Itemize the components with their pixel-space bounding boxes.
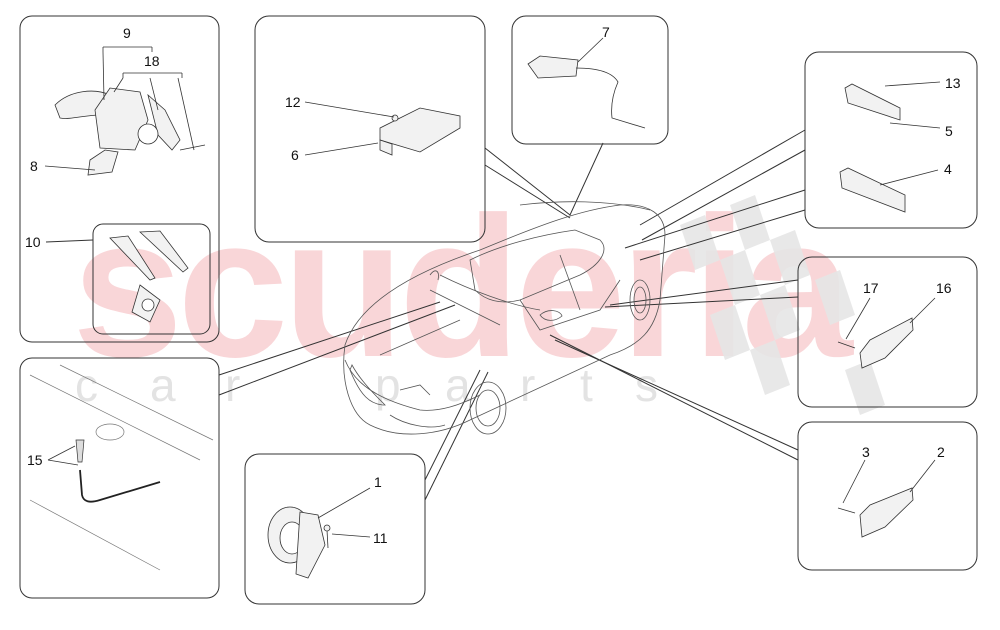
panel-rear-sensors [804, 51, 978, 229]
watermark-letter: p [375, 359, 401, 411]
callout-10: 10 [25, 234, 41, 250]
control-unit-illustration [379, 107, 461, 156]
callout-13: 13 [945, 75, 961, 91]
bonnet-switch-illustration [29, 364, 214, 571]
panel-door-sensor-upper [797, 256, 978, 408]
watermark-letter: r [520, 359, 536, 411]
callout-17: 17 [863, 280, 879, 296]
watermark-letter: c [75, 359, 98, 411]
callout-16: 16 [936, 280, 952, 296]
callout-18: 18 [144, 53, 160, 69]
callout-6: 6 [291, 147, 299, 163]
callout-4: 4 [944, 161, 952, 177]
car-illustration [343, 201, 666, 435]
antenna-module-illustration [527, 55, 646, 129]
callout-12: 12 [285, 94, 301, 110]
watermark-scuderia: scuderia [72, 176, 853, 399]
panel-door-sensor-lower [797, 421, 978, 571]
callout-5: 5 [945, 123, 953, 139]
panel-key-blades [92, 223, 211, 335]
panel-antenna-module [511, 15, 669, 145]
callout-3: 3 [862, 444, 870, 460]
watermark-letter: a [445, 359, 471, 411]
watermark-letter: s [635, 359, 658, 411]
watermark-letter: r [225, 359, 241, 411]
siren-illustration [267, 506, 331, 579]
watermark-letter: t [580, 359, 593, 411]
callout-9: 9 [123, 25, 131, 41]
callout-11: 11 [373, 530, 388, 546]
panel-control-unit [254, 15, 486, 243]
panel-keys [19, 15, 220, 343]
callout-8: 8 [30, 158, 38, 174]
panel-bonnet-switch [19, 357, 220, 599]
callout-2: 2 [937, 444, 945, 460]
callout-15: 15 [27, 452, 43, 468]
panel-siren [244, 453, 426, 605]
key-fob-illustration [54, 87, 206, 176]
key-blades-illustration [109, 230, 189, 323]
callout-1: 1 [374, 474, 382, 490]
callout-7: 7 [602, 24, 610, 40]
callout-leaders [44, 37, 941, 538]
door-sensor-illustration [837, 317, 914, 538]
rear-sensors-illustration [839, 83, 906, 213]
watermark-letter: a [150, 359, 176, 411]
checkered-flag-watermark [680, 195, 885, 415]
